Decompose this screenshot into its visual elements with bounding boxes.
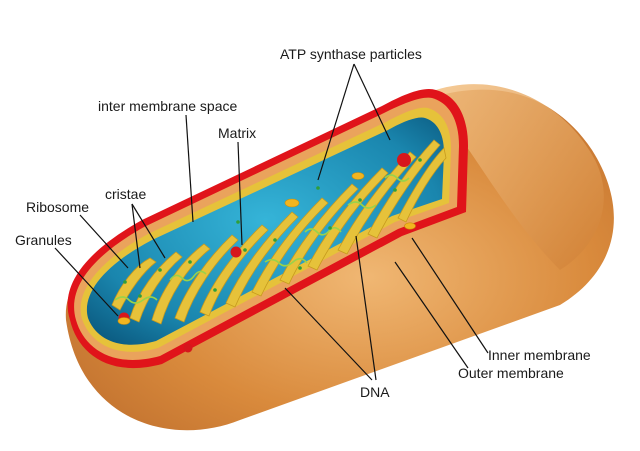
inner-membrane-leader [411,237,489,354]
cristae-folds [111,139,447,325]
dna-leader-2 [355,235,377,381]
ribosomes [123,158,422,298]
atp-synthase-particles [117,172,416,325]
label-ribosome: Ribosome [26,199,89,215]
granules-leader [54,247,119,317]
intermembrane-leader [185,114,194,223]
dna-leader-1 [284,287,373,381]
ribosome-leader [79,214,129,269]
label-granules: Granules [15,232,72,248]
outer-shell-cap [430,84,604,271]
cristae-leader-1 [131,203,141,269]
atp-leader-1 [317,63,355,181]
outer-membrane-leader [394,261,469,369]
matrix-leader [237,141,243,246]
label-dna: DNA [360,384,390,400]
cristae-leader-2 [131,203,166,259]
label-matrix: Matrix [218,125,256,141]
label-atp-synthase: ATP synthase particles [280,46,422,62]
label-inter-membrane-space: inter membrane space [98,98,238,114]
atp-leader-2 [353,63,391,141]
dna-strands [114,174,410,304]
label-cristae: cristae [105,186,146,202]
label-outer-membrane: Outer membrane [458,365,564,381]
leader-lines [54,63,489,381]
label-inner-membrane: Inner membrane [488,347,591,363]
